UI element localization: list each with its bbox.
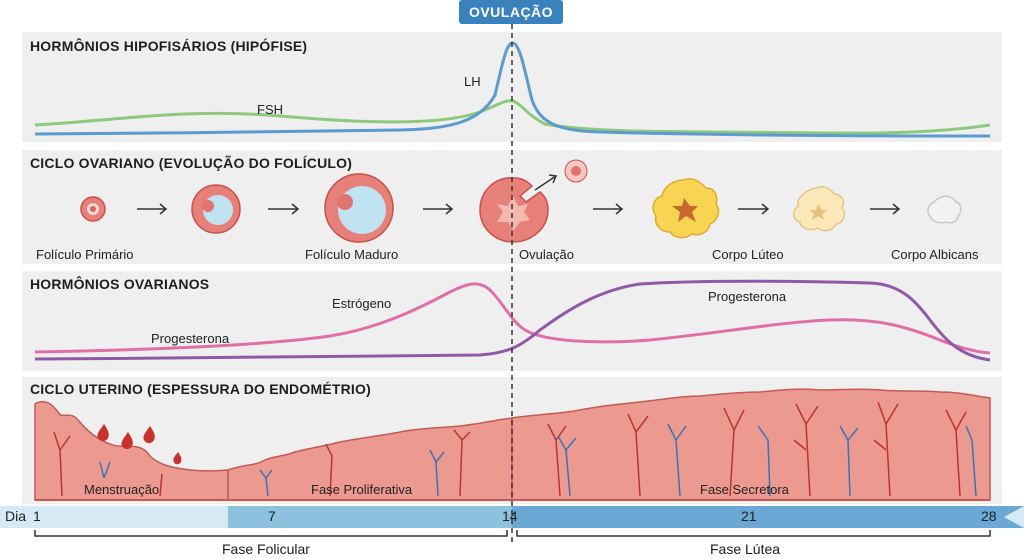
stage-ovulation: Ovulação bbox=[519, 247, 574, 262]
timeline-bar-dark bbox=[512, 506, 1024, 528]
phase-secretory: Fase Secretora bbox=[700, 482, 789, 497]
uterine-title: CICLO UTERINO (ESPESSURA DO ENDOMÉTRIO) bbox=[30, 381, 371, 397]
day-prefix: Dia bbox=[5, 508, 27, 524]
luteal-phase-label: Fase Lútea bbox=[710, 541, 781, 557]
stage-corpus-luteum: Corpo Lúteo bbox=[712, 247, 784, 262]
ovulation-badge: OVULAÇÃO bbox=[459, 0, 563, 24]
follicular-phase-label: Fase Folicular bbox=[222, 541, 310, 557]
stage-mature-follicle: Folículo Maduro bbox=[305, 247, 399, 262]
day-1: 1 bbox=[33, 508, 41, 524]
estrogen-label: Estrógeno bbox=[332, 296, 392, 311]
timeline-bar-mid bbox=[228, 506, 512, 528]
pituitary-title: HORMÔNIOS HIPOFISÁRIOS (HIPÓFISE) bbox=[30, 38, 308, 54]
corpus-albicans-icon bbox=[927, 195, 962, 224]
timeline-bar-light bbox=[0, 506, 228, 528]
lh-curve bbox=[34, 41, 991, 138]
fsh-label: FSH bbox=[257, 102, 283, 117]
growing-follicle-icon bbox=[191, 184, 241, 234]
day-28: 28 bbox=[981, 508, 997, 524]
progesterone-label-right: Progesterona bbox=[708, 289, 787, 304]
ovarian-title: CICLO OVARIANO (EVOLUÇÃO DO FOLÍCULO) bbox=[30, 155, 353, 171]
estrogen-curve bbox=[34, 282, 991, 355]
progesterone-curve bbox=[34, 279, 991, 362]
day-14: 14 bbox=[502, 508, 518, 524]
corpus-luteum-icon bbox=[652, 178, 720, 239]
phase-proliferative: Fase Proliferativa bbox=[311, 482, 413, 497]
ovulation-follicle-icon bbox=[479, 159, 588, 243]
primary-follicle-icon bbox=[80, 196, 106, 222]
day-21: 21 bbox=[741, 508, 757, 524]
regressing-corpus-icon bbox=[793, 185, 846, 232]
endometrium-illustration bbox=[34, 388, 991, 501]
blood-drop-icon bbox=[97, 424, 182, 465]
phase-menstruation: Menstruação bbox=[84, 482, 160, 497]
lh-label: LH bbox=[464, 74, 481, 89]
ovarian-hormones-title: HORMÔNIOS OVARIANOS bbox=[30, 276, 210, 292]
progesterone-label-left: Progesterona bbox=[151, 331, 230, 346]
day-7: 7 bbox=[268, 508, 276, 524]
mature-follicle-icon bbox=[324, 173, 394, 243]
arrow-icon bbox=[137, 203, 901, 215]
phase-brackets bbox=[34, 530, 991, 537]
stage-corpus-albicans: Corpo Albicans bbox=[891, 247, 979, 262]
stage-primary-follicle: Folículo Primário bbox=[36, 247, 134, 262]
